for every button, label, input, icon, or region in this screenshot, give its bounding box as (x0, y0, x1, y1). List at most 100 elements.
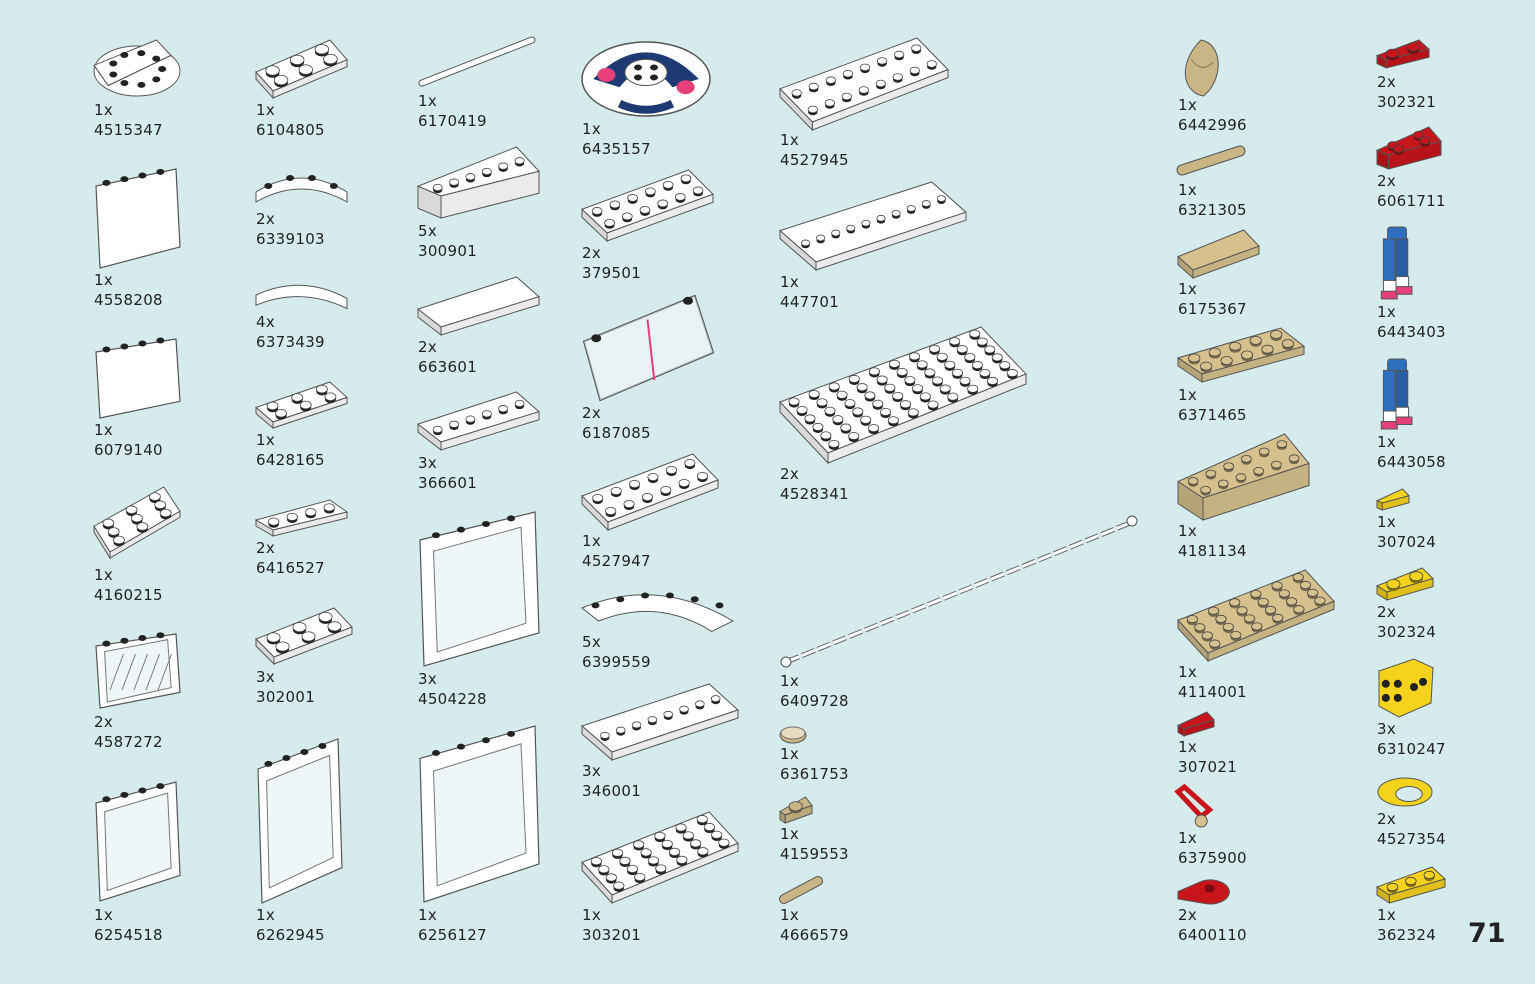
part-element-id: 302001 (256, 688, 316, 706)
part-quantity: 1x (1178, 181, 1198, 199)
white-plate-with-holes-icon (580, 452, 720, 532)
white-hinge-plate-icon (254, 498, 349, 538)
part-label: 1x 6409728 (780, 671, 849, 711)
part-element-id: 663601 (418, 358, 478, 376)
part-element-id: 302321 (1377, 93, 1437, 111)
part-quantity: 1x (1178, 738, 1198, 756)
white-window-glass-icon (416, 508, 541, 668)
part-quantity: 1x (1178, 386, 1198, 404)
part-label: 1x 6321305 (1178, 180, 1247, 220)
part-quantity: 3x (418, 454, 438, 472)
part-element-id: 6416527 (256, 559, 325, 577)
part-quantity: 2x (780, 465, 800, 483)
part-quantity: 1x (94, 906, 114, 924)
part-element-id: 302324 (1377, 623, 1437, 641)
part-element-id: 6339103 (256, 230, 325, 248)
part-label: 3x 366601 (418, 453, 477, 493)
part-quantity: 1x (94, 271, 114, 289)
part-quantity: 2x (1377, 603, 1397, 621)
part-label: 2x 302324 (1377, 602, 1436, 642)
part-element-id: 6079140 (94, 441, 163, 459)
part-label: 3x 346001 (582, 761, 641, 801)
part-element-id: 4666579 (780, 926, 849, 944)
part-quantity: 1x (418, 906, 438, 924)
part-element-id: 6175367 (1178, 300, 1247, 318)
yellow-tile-1x1-icon (1375, 487, 1411, 512)
white-fence-lattice-icon (92, 630, 182, 710)
part-quantity: 1x (1377, 303, 1397, 321)
part-element-id: 6310247 (1377, 740, 1446, 758)
yellow-plate-1x3-icon (1375, 865, 1447, 905)
white-plate-2x3-icon (254, 606, 354, 666)
tan-axle-pin-icon (1176, 143, 1246, 178)
red-tile-1x1-icon (1176, 710, 1216, 738)
white-wedge-plate-icon (92, 485, 182, 560)
white-window-frame-icon (92, 778, 182, 903)
part-element-id: 6061711 (1377, 192, 1446, 210)
part-element-id: 6361753 (780, 765, 849, 783)
part-element-id: 6321305 (1178, 201, 1247, 219)
part-element-id: 6442996 (1178, 116, 1247, 134)
white-goal-frame-icon (580, 292, 715, 402)
part-quantity: 1x (256, 431, 276, 449)
football-dish-icon (580, 38, 712, 120)
part-label: 1x 6079140 (94, 420, 163, 460)
part-element-id: 6428165 (256, 451, 325, 469)
part-element-id: 4558208 (94, 291, 163, 309)
part-element-id: 6375900 (1178, 849, 1247, 867)
part-element-id: 6409728 (780, 692, 849, 710)
part-quantity: 3x (418, 670, 438, 688)
part-element-id: 346001 (582, 782, 642, 800)
part-element-id: 6373439 (256, 333, 325, 351)
part-element-id: 366601 (418, 474, 478, 492)
part-quantity: 1x (780, 672, 800, 690)
page-number: 71 (1468, 918, 1506, 949)
part-element-id: 4160215 (94, 586, 163, 604)
part-label: 2x 663601 (418, 337, 477, 377)
white-plate-1x8-icon (580, 682, 740, 762)
part-quantity: 2x (418, 338, 438, 356)
part-element-id: 362324 (1377, 926, 1437, 944)
yellow-plate-1x2-icon (1375, 566, 1435, 602)
part-label: 4x 6373439 (256, 312, 325, 352)
part-quantity: 1x (94, 101, 114, 119)
part-element-id: 4527947 (582, 552, 651, 570)
part-label: 1x 4515347 (94, 100, 163, 140)
part-quantity: 4x (256, 313, 276, 331)
part-quantity: 3x (582, 762, 602, 780)
white-plate-1x6-icon (416, 390, 541, 452)
part-quantity: 5x (418, 222, 438, 240)
part-element-id: 6170419 (418, 112, 487, 130)
minifig-legs-icon (1375, 357, 1417, 432)
tan-arch-plate-icon (1176, 326, 1306, 384)
white-corner-plate-icon (254, 380, 349, 430)
part-quantity: 3x (256, 668, 276, 686)
part-quantity: 1x (1178, 522, 1198, 540)
white-plate-6x10-icon (778, 325, 1028, 465)
part-quantity: 1x (94, 421, 114, 439)
part-quantity: 1x (256, 101, 276, 119)
part-element-id: 4515347 (94, 121, 163, 139)
white-curved-tile-icon (254, 278, 349, 312)
part-label: 3x 302001 (256, 667, 315, 707)
white-tile-1x6-icon (416, 275, 541, 337)
part-quantity: 1x (780, 906, 800, 924)
part-quantity: 1x (582, 532, 602, 550)
white-large-frame-icon (416, 722, 541, 904)
